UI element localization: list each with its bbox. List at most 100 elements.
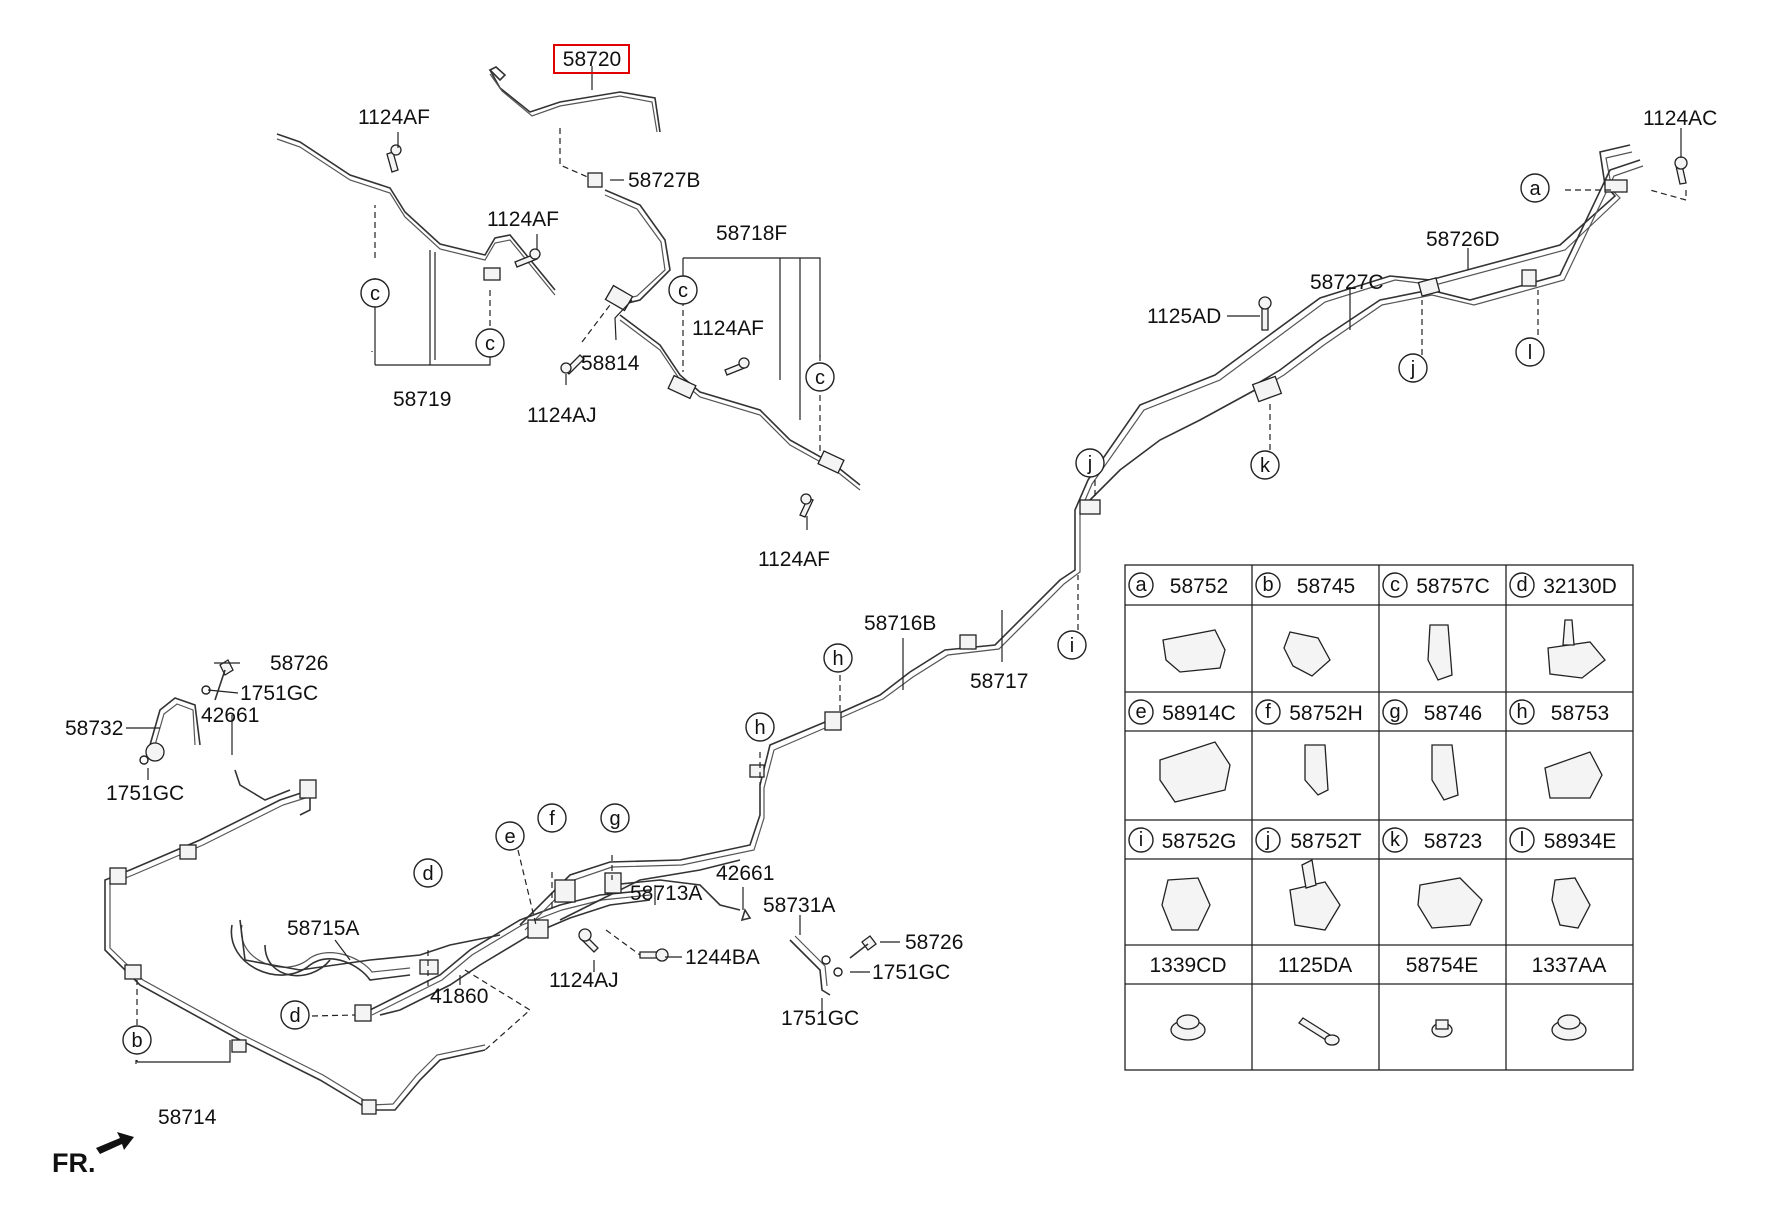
callout-d-2: d (280, 1000, 310, 1030)
callout-l: l (1515, 337, 1545, 367)
part-label[interactable]: 58716B (864, 612, 936, 635)
part-label[interactable]: 1124AF (358, 106, 430, 129)
callout-a: a (1520, 173, 1550, 203)
bolt-icon (849, 935, 877, 959)
legend-part-number[interactable]: 58752T (1290, 830, 1361, 853)
callout-j-1: j (1398, 353, 1428, 383)
grommet-58754e-icon (1431, 1019, 1453, 1038)
part-label[interactable]: 1751GC (106, 782, 184, 805)
legend-letter-circle (1128, 827, 1154, 853)
part-label[interactable]: 58713A (630, 882, 702, 905)
part-label[interactable]: 58718F (716, 222, 787, 245)
part-label[interactable]: 1125AD (1147, 305, 1221, 328)
legend-part-number[interactable]: 58723 (1424, 830, 1482, 853)
part-label[interactable]: 41860 (430, 985, 488, 1008)
part-label[interactable]: 58714 (158, 1106, 217, 1129)
part-label[interactable]: 58726 (270, 652, 328, 675)
callout-c-4: c (805, 362, 835, 392)
svg-text:l: l (1528, 342, 1532, 364)
part-label[interactable]: 1124AJ (549, 969, 619, 992)
part-label[interactable]: 58731A (763, 894, 835, 917)
part-label[interactable]: 1751GC (781, 1007, 859, 1030)
svg-text:j: j (1410, 358, 1415, 380)
part-label[interactable]: 42661 (716, 862, 774, 885)
legend-part-number[interactable]: 58753 (1551, 702, 1609, 725)
part-label[interactable]: 1124AF (692, 317, 764, 340)
legend-part-number[interactable]: 58752G (1162, 830, 1237, 853)
part-label[interactable]: 58726 (905, 931, 963, 954)
legend-fastener-part-number[interactable]: 58754E (1406, 954, 1478, 977)
part-label[interactable]: 58719 (393, 388, 451, 411)
part-label[interactable]: 58717 (970, 670, 1028, 693)
part-label[interactable]: 1124AF (487, 208, 559, 231)
svg-text:d: d (289, 1005, 300, 1027)
legend-part-number[interactable]: 58914C (1162, 702, 1236, 725)
clip-58723-icon (1417, 877, 1483, 929)
clip-58745-icon (1283, 631, 1331, 677)
legend-part-number[interactable]: 58745 (1297, 575, 1355, 598)
legend-letter: c (1390, 574, 1400, 596)
legend-fastener-part-number[interactable]: 1337AA (1532, 954, 1607, 977)
part-label[interactable]: 58727B (628, 169, 700, 192)
part-label[interactable]: 58727C (1310, 271, 1384, 294)
legend-part-number[interactable]: 58757C (1416, 575, 1490, 598)
clip-32130d-icon (1547, 641, 1606, 679)
part-label[interactable]: 58726D (1426, 228, 1500, 251)
legend-cell-e: e 58914C (1128, 699, 1236, 725)
part-label[interactable]: 1124AF (758, 548, 830, 571)
callout-j-2: j (1075, 448, 1105, 478)
legend-part-number[interactable]: 58746 (1424, 702, 1482, 725)
part-label[interactable]: 1751GC (872, 961, 950, 984)
legend-part-number[interactable]: 58934E (1544, 830, 1616, 853)
legend-part-number[interactable]: 58752H (1289, 702, 1363, 725)
part-label[interactable]: 42661 (201, 704, 259, 727)
legend-letter-circle (1382, 572, 1408, 598)
legend-letter-circle (1509, 572, 1535, 598)
legend-letter: e (1135, 701, 1146, 723)
legend-fastener-part-number[interactable]: 1125DA (1278, 954, 1352, 977)
front-direction-indicator: FR. (52, 1132, 134, 1178)
part-label[interactable]: 1244BA (685, 946, 760, 969)
clip-58752h-icon (1304, 744, 1329, 796)
part-label[interactable]: 58814 (581, 352, 640, 375)
callout-f: f (537, 803, 567, 833)
upper-left-brake-lines (276, 66, 861, 518)
part-label[interactable]: 1124AC (1643, 107, 1717, 130)
part-label[interactable]: 58732 (65, 717, 123, 740)
legend-letter-circle (1255, 827, 1281, 853)
svg-text:j: j (1087, 453, 1092, 475)
nut-1337aa-icon (1551, 1014, 1587, 1041)
svg-text:c: c (815, 367, 825, 389)
lower-left-brake-lines (104, 659, 877, 1115)
legend-letter: b (1262, 574, 1273, 596)
svg-text:a: a (1529, 178, 1541, 200)
legend-cell-c: c 58757C (1382, 572, 1490, 598)
legend-letter: d (1516, 574, 1527, 596)
part-label[interactable]: 1124AJ (527, 404, 597, 427)
bolt-icon (386, 144, 402, 173)
bolt-icon (560, 354, 585, 375)
legend-part-number[interactable]: 58752 (1170, 575, 1228, 598)
legend-part-number[interactable]: 32130D (1543, 575, 1617, 598)
svg-text:h: h (832, 648, 843, 670)
part-label[interactable]: 58715A (287, 917, 359, 940)
legend-letter: f (1265, 701, 1271, 723)
legend-letter-circle (1255, 572, 1281, 598)
callout-i: i (1057, 630, 1087, 660)
callout-k: k (1250, 450, 1280, 480)
callout-g: g (600, 803, 630, 833)
legend-cell-f: f 58752H (1255, 699, 1363, 725)
legend-letter-circle (1128, 699, 1154, 725)
bolt-icon (514, 248, 541, 268)
legend-fastener-part-number[interactable]: 1339CD (1149, 954, 1226, 977)
legend-letter: a (1135, 574, 1147, 596)
part-label-58720[interactable]: 58720 (563, 48, 621, 71)
part-label[interactable]: 1751GC (240, 682, 318, 705)
screw-1125da-icon (1298, 1017, 1340, 1046)
legend-letter-circle (1509, 827, 1535, 853)
svg-text:d: d (422, 863, 433, 885)
svg-text:k: k (1260, 455, 1271, 477)
